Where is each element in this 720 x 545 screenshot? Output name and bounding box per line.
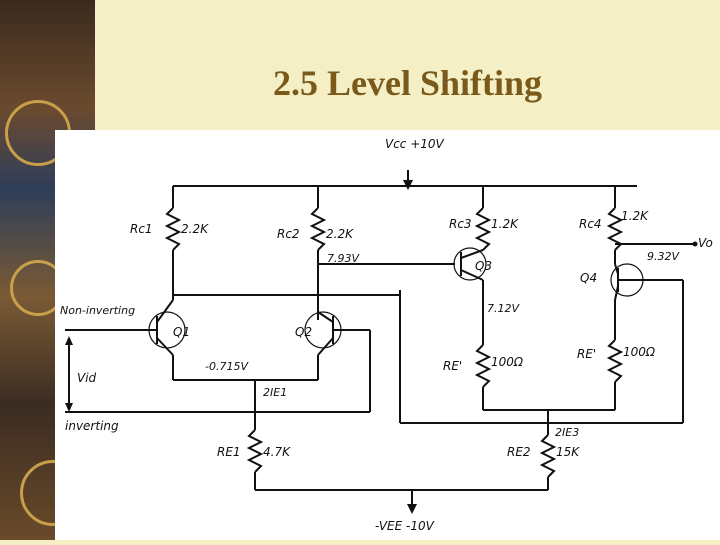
q1-emitter — [156, 337, 174, 356]
rc2-value: 2.2K — [326, 227, 354, 241]
q3-label: Q3 — [475, 259, 492, 273]
q3-emitter-voltage: 7.12V — [487, 302, 520, 315]
re2-resistor — [539, 434, 557, 478]
re-q3-value: 100Ω — [491, 355, 524, 369]
output-label: Vo — [698, 236, 713, 250]
rc4-value: 1.2K — [621, 209, 649, 223]
rc2-resistor — [309, 207, 327, 251]
inverting-input-label: inverting — [65, 419, 119, 433]
rc2-label: Rc2 — [277, 227, 300, 241]
rc1-label: Rc1 — [130, 222, 153, 236]
q2-label: Q2 — [295, 325, 312, 339]
re1-label: RE1 — [217, 445, 241, 459]
noninverting-input-label: Non-inverting — [60, 304, 135, 317]
re-q3-resistor — [474, 344, 492, 388]
emitter-voltage: -0.715V — [205, 360, 249, 373]
output-node — [692, 241, 698, 247]
q3-transistor — [453, 247, 487, 281]
re-q4-value: 100Ω — [623, 345, 656, 359]
q4-emitter — [614, 285, 619, 301]
schematic-svg: Vcc +10V Rc1 2.2K Rc2 2.2K 7.93V Rc3 1.2… — [60, 137, 713, 533]
vid-arrow-top — [65, 336, 73, 345]
title-area: 2.5 Level Shifting — [95, 0, 720, 130]
q1-collector — [156, 299, 174, 323]
vee-label: -VEE -10V — [375, 519, 435, 533]
re2-value: 15K — [556, 445, 580, 459]
rc3-value: 1.2K — [491, 217, 519, 231]
vcc-arrow — [403, 180, 413, 190]
vee-arrow — [407, 504, 417, 514]
q4-collector — [614, 263, 619, 275]
circuit-schematic: Vcc +10V Rc1 2.2K Rc2 2.2K 7.93V Rc3 1.2… — [55, 130, 720, 540]
q3-collector — [460, 249, 484, 259]
rc3-label: Rc3 — [449, 217, 472, 231]
vid-label: Vid — [77, 371, 97, 385]
re-q4-resistor — [606, 339, 624, 383]
q1-label: Q1 — [173, 325, 190, 339]
vcc-label: Vcc +10V — [385, 137, 445, 151]
re1-resistor — [246, 429, 264, 473]
vid-arrow-bottom — [65, 403, 73, 412]
re1-value: 4.7K — [263, 445, 291, 459]
re-q3-label: RE' — [443, 359, 462, 373]
q3-emitter — [460, 269, 484, 281]
rc1-value: 2.2K — [181, 222, 209, 236]
rc4-label: Rc4 — [579, 217, 602, 231]
q4-emitter-voltage: 9.32V — [647, 250, 680, 263]
q2-emitter — [317, 337, 334, 356]
q2-collector — [317, 311, 334, 323]
rc1-resistor — [164, 207, 182, 251]
rc3-resistor — [474, 207, 492, 251]
re1-current: 2IE1 — [263, 386, 287, 399]
q3-base-voltage: 7.93V — [327, 252, 360, 265]
slide-title: 2.5 Level Shifting — [272, 63, 542, 103]
re2-label: RE2 — [507, 445, 531, 459]
q4-label: Q4 — [580, 271, 597, 285]
re2-current: 2IE3 — [555, 426, 579, 439]
re-q4-label: RE' — [577, 347, 596, 361]
